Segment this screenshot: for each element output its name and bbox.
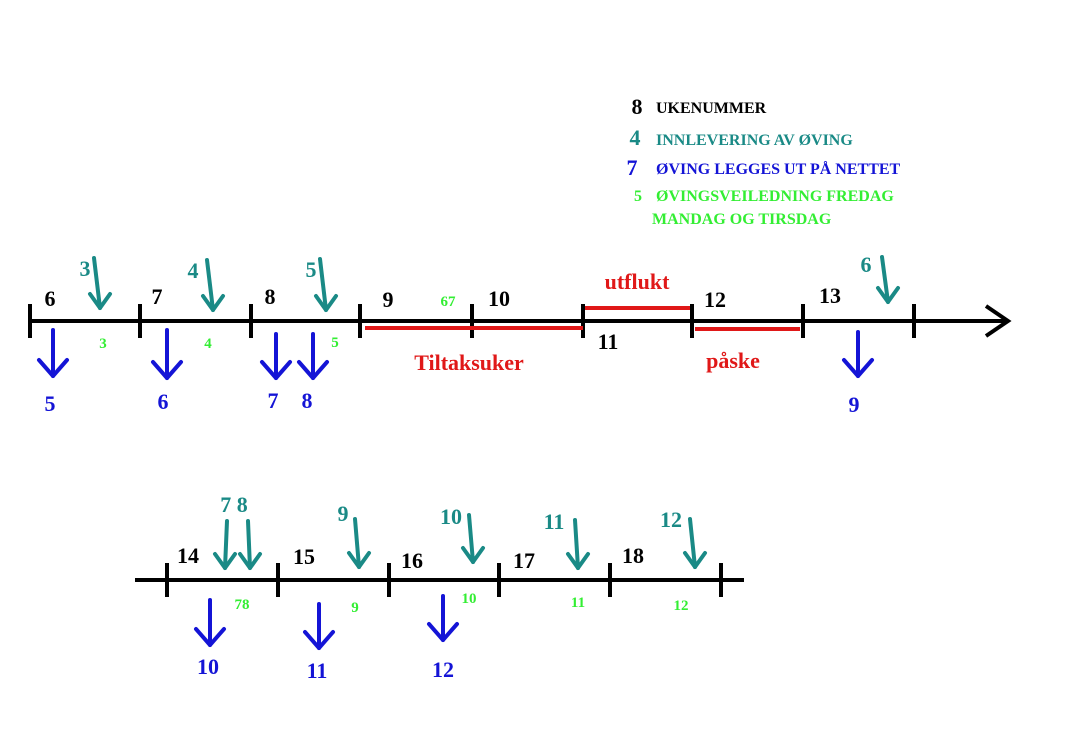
legend-text: ØVINGSVEILEDNING FREDAG (656, 188, 894, 205)
submission-arrow (314, 257, 338, 312)
submission-label: 11 (544, 509, 565, 534)
guidance-label: 5 (331, 335, 339, 351)
submission-label: 7 8 (220, 492, 248, 517)
legend-symbol: 7 (627, 155, 638, 180)
guidance-label: 12 (674, 598, 689, 614)
submission-arrow (347, 517, 371, 569)
published-arrow (297, 332, 329, 380)
published-label: 10 (197, 654, 219, 679)
week-number: 15 (293, 544, 315, 569)
legend-text: ØVING LEGGES UT PÅ NETTET (656, 160, 901, 178)
week-number: 6 (45, 286, 56, 311)
week-number: 17 (513, 548, 535, 573)
submission-label: 3 (80, 256, 91, 281)
week-number: 18 (622, 543, 644, 568)
published-arrow (303, 602, 335, 650)
guidance-label: 9 (351, 600, 359, 616)
week-number: 7 (152, 284, 163, 309)
guidance-label: 4 (204, 336, 212, 352)
submission-arrow (213, 519, 237, 570)
week-number: 13 (819, 283, 841, 308)
legend-text-continued: MANDAG OG TIRSDAG (652, 211, 832, 228)
submission-arrow (683, 517, 707, 569)
week-number: 9 (383, 287, 394, 312)
submission-arrow (461, 513, 485, 564)
submission-arrow (88, 256, 112, 310)
legend-symbol: 4 (630, 125, 641, 150)
published-label: 7 (268, 388, 279, 413)
submission-arrow (238, 519, 262, 570)
period-label: Tiltaksuker (414, 350, 524, 375)
guidance-label: 3 (99, 336, 107, 352)
axis-arrowhead (984, 304, 1012, 338)
submission-arrow (566, 518, 590, 570)
week-number: 16 (401, 548, 423, 573)
week-number: 11 (598, 329, 619, 354)
submission-label: 9 (338, 501, 349, 526)
week-number: 14 (177, 543, 199, 568)
legend-symbol: 8 (632, 94, 643, 119)
legend-symbol: 5 (634, 188, 642, 205)
week-number: 8 (265, 284, 276, 309)
submission-arrow (201, 258, 225, 312)
guidance-label: 67 (441, 294, 457, 310)
published-label: 6 (158, 389, 169, 414)
published-arrow (260, 332, 292, 380)
published-label: 5 (45, 391, 56, 416)
submission-label: 10 (440, 504, 462, 529)
published-label: 9 (849, 392, 860, 417)
guidance-label: 10 (462, 591, 477, 607)
published-arrow (151, 328, 183, 380)
submission-label: 4 (188, 258, 199, 283)
submission-label: 5 (306, 257, 317, 282)
published-label: 11 (307, 658, 328, 683)
week-number: 10 (488, 286, 510, 311)
published-label: 8 (302, 388, 313, 413)
published-arrow (37, 328, 69, 378)
legend-text: INNLEVERING AV ØVING (656, 132, 853, 149)
submission-label: 12 (660, 507, 682, 532)
published-arrow (427, 594, 459, 642)
guidance-label: 11 (571, 595, 585, 611)
published-label: 12 (432, 657, 454, 682)
published-arrow (194, 598, 226, 647)
period-label: påske (706, 348, 760, 373)
legend-text: UKENUMMER (656, 100, 767, 117)
published-arrow (842, 330, 874, 378)
guidance-label: 78 (235, 597, 250, 613)
period-label: utflukt (605, 269, 670, 294)
submission-arrow (876, 255, 900, 304)
week-number: 12 (704, 287, 726, 312)
submission-label: 6 (861, 252, 872, 277)
